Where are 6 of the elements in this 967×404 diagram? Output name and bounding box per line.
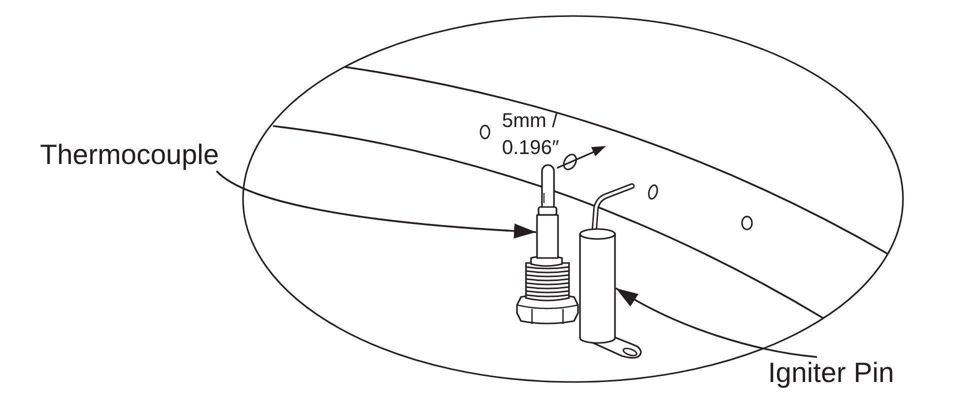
part-label: Igniter Pin bbox=[768, 357, 898, 389]
leader-arrow bbox=[616, 288, 818, 358]
thermocouple-probe bbox=[536, 163, 559, 259]
dimension-label: 5mm / 0.196″ bbox=[502, 109, 560, 161]
part-label: Thermocouple bbox=[40, 139, 222, 171]
leader-arrow bbox=[216, 170, 536, 238]
